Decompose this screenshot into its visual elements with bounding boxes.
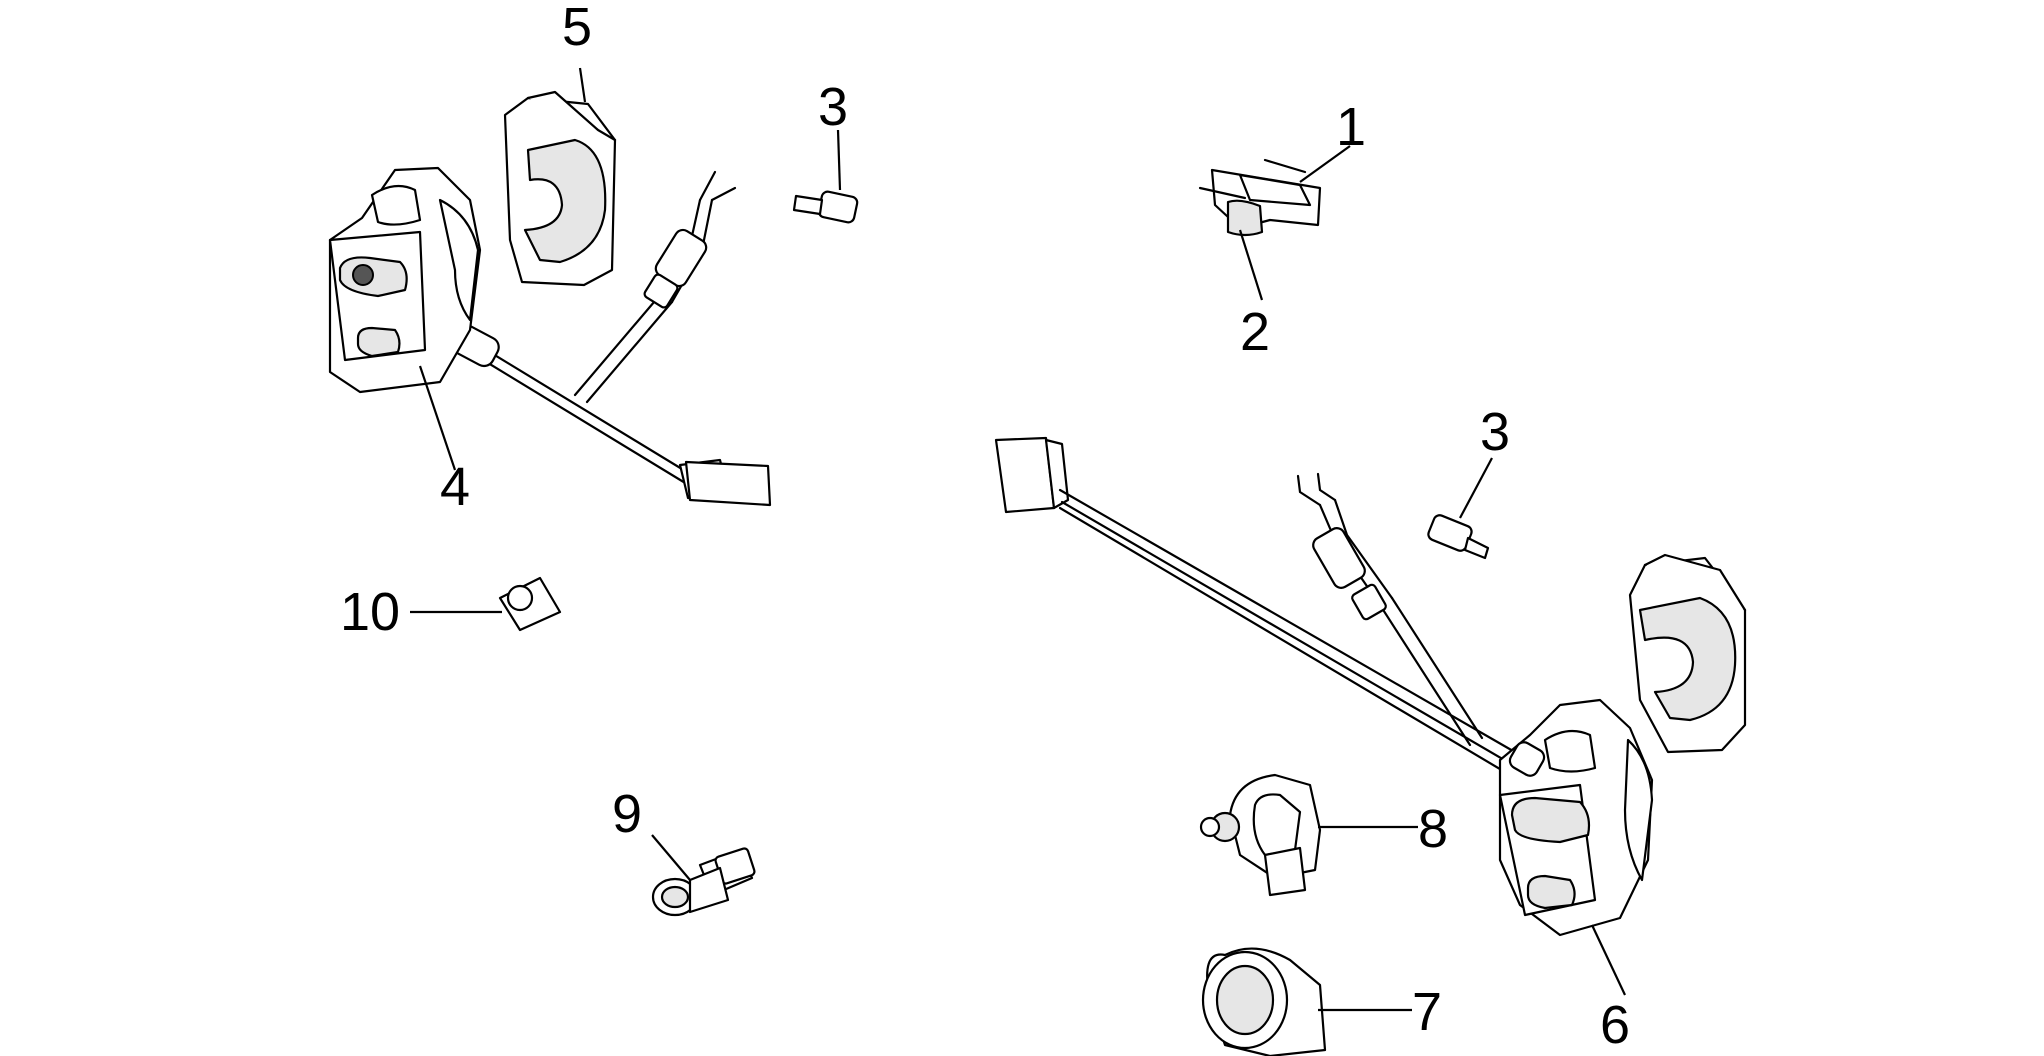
callout-1: 1 bbox=[1336, 97, 1366, 157]
callout-8: 8 bbox=[1418, 799, 1448, 859]
callout-9: 9 bbox=[612, 784, 642, 844]
right-small-switch bbox=[1427, 457, 1493, 560]
callout-labels: 5 3 1 2 4 3 10 9 8 7 6 bbox=[340, 0, 1630, 1055]
callout-4: 4 bbox=[440, 457, 470, 517]
left-switch-assembly bbox=[328, 166, 772, 507]
top-right-switch bbox=[1198, 145, 1351, 301]
ring-housing bbox=[1201, 947, 1412, 1056]
callout-5: 5 bbox=[562, 0, 592, 57]
right-switch-assembly bbox=[994, 436, 1654, 996]
key-socket bbox=[651, 834, 756, 917]
callout-6: 6 bbox=[1600, 995, 1630, 1055]
clip-part bbox=[410, 576, 562, 632]
rotary-switch bbox=[1199, 773, 1418, 897]
left-switch-cover bbox=[503, 67, 617, 287]
left-small-switch bbox=[792, 129, 859, 224]
callout-7: 7 bbox=[1412, 982, 1442, 1042]
callout-3-left: 3 bbox=[818, 77, 848, 137]
right-switch-cover bbox=[1628, 553, 1747, 754]
callout-3-right: 3 bbox=[1480, 402, 1510, 462]
callout-2: 2 bbox=[1240, 302, 1270, 362]
callout-10: 10 bbox=[340, 582, 400, 642]
